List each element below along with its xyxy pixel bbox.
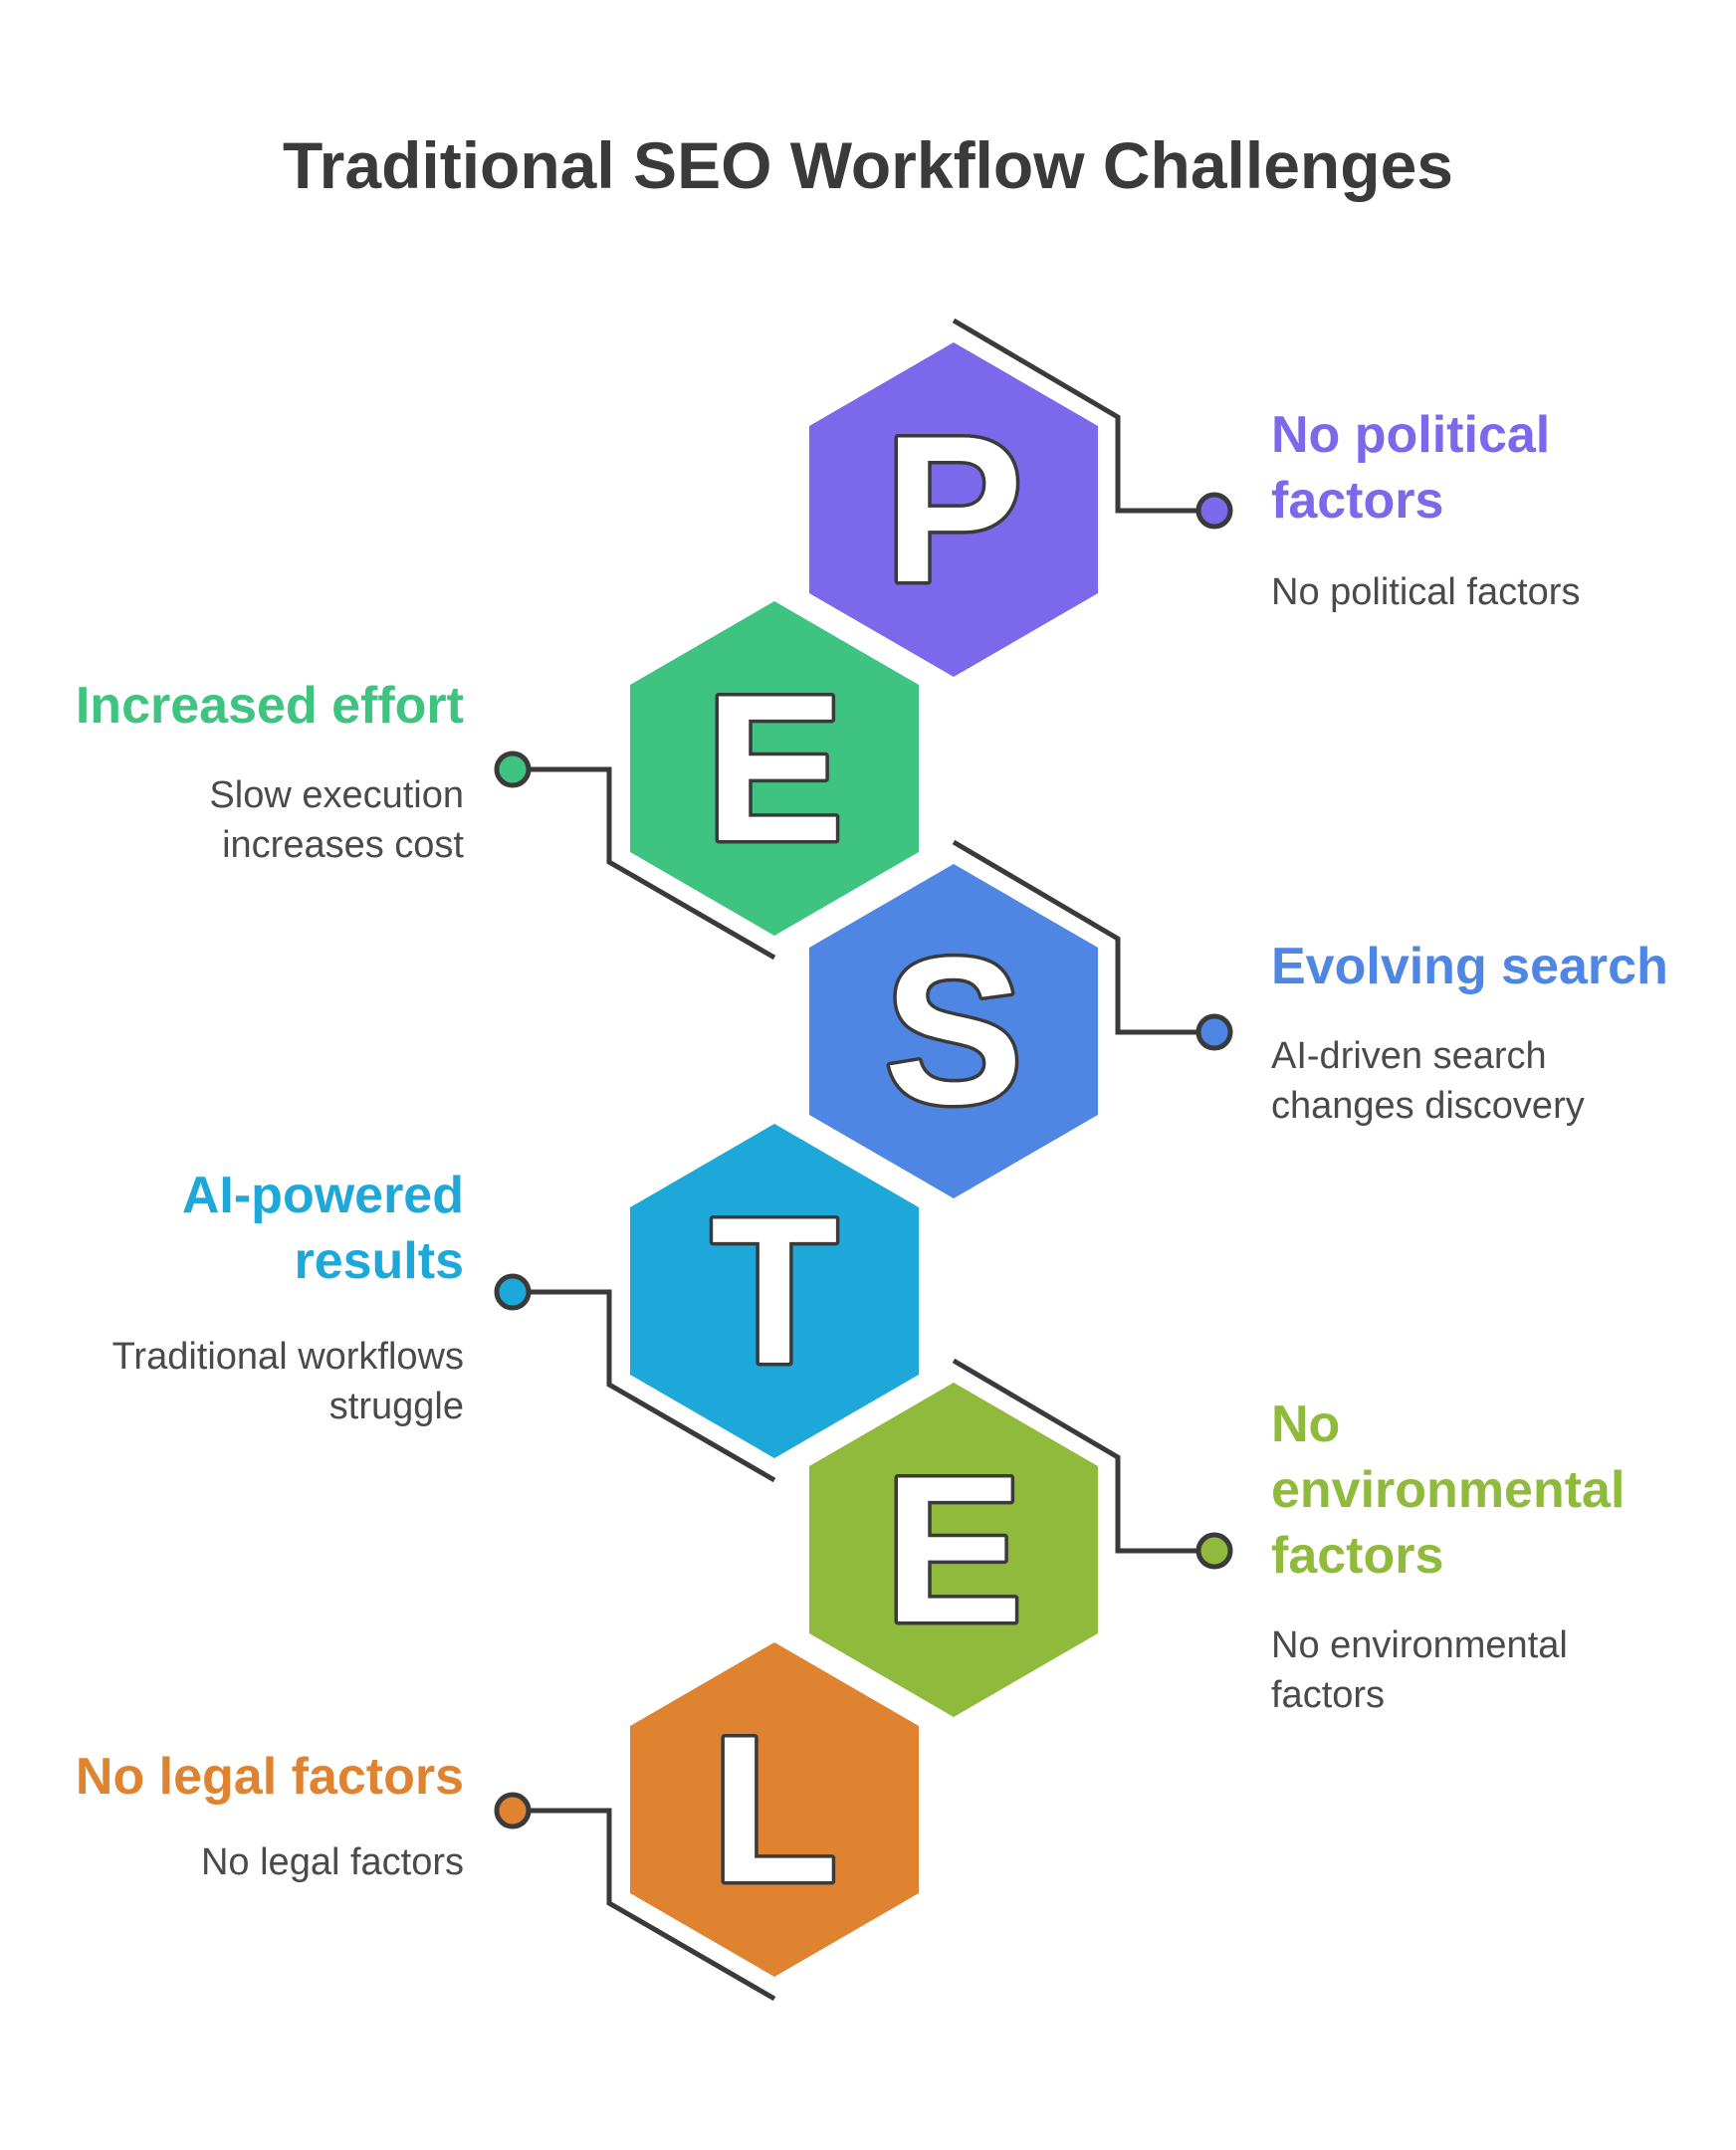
hex-letter-1: E (705, 651, 844, 885)
label-political: No political factors No political factor… (1271, 402, 1689, 617)
hex-letter-2: S (884, 914, 1023, 1148)
connector-2 (952, 839, 1214, 1035)
hex-5: L (494, 1642, 919, 2002)
label-environmental: No environmental factors No environmenta… (1271, 1392, 1629, 1720)
label-economic: Increased effort Slow execution increase… (26, 673, 464, 870)
label-description: No political factors (1271, 571, 1581, 613)
connector-4 (952, 1358, 1214, 1554)
label-description: Traditional workflows struggle (111, 1336, 464, 1427)
label-title: No legal factors (75, 1748, 464, 1806)
hexagon-0 (809, 342, 1098, 677)
hex-3: T (494, 1124, 919, 1483)
label-social: Evolving search AI-driven search changes… (1271, 934, 1709, 1131)
connector-0 (952, 318, 1214, 514)
label-technological: AI-powered results Traditional workflows… (112, 1163, 464, 1431)
hex-letter-4: E (884, 1432, 1023, 1666)
hexagon-4 (809, 1383, 1098, 1717)
label-legal: No legal factors No legal factors (26, 1744, 464, 1887)
hex-2: S (809, 839, 1233, 1198)
hex-4: E (809, 1358, 1233, 1717)
label-title: No political factors (1271, 406, 1551, 530)
hex-letter-3: T (711, 1174, 838, 1407)
hex-letter-0: P (884, 392, 1023, 626)
connector-dot-3 (494, 1273, 532, 1311)
connector-dot-0 (1195, 492, 1233, 530)
label-description: AI-driven search changes discovery (1271, 1035, 1585, 1127)
hexagon-3 (630, 1124, 919, 1458)
connector-dot-1 (494, 751, 532, 788)
label-title: No environmental factors (1271, 1396, 1626, 1585)
label-title: Increased effort (75, 677, 464, 735)
connector-1 (513, 766, 776, 961)
connector-3 (513, 1289, 776, 1483)
hexagon-2 (809, 864, 1098, 1198)
connector-dot-2 (1195, 1013, 1233, 1051)
connector-5 (513, 1808, 776, 2002)
label-title: Evolving search (1271, 938, 1668, 995)
page-title: Traditional SEO Workflow Challenges (283, 128, 1453, 202)
hexagon-1 (630, 601, 919, 936)
hexagon-5 (630, 1642, 919, 1977)
label-description: Slow execution increases cost (209, 774, 464, 866)
connector-dot-4 (1195, 1532, 1233, 1570)
hex-0: P (809, 318, 1233, 677)
hex-letter-5: L (711, 1692, 838, 1926)
hex-1: E (494, 601, 919, 961)
label-title: AI-powered results (181, 1167, 464, 1290)
label-description: No environmental factors (1271, 1624, 1568, 1716)
connector-dot-5 (494, 1792, 532, 1829)
label-description: No legal factors (200, 1841, 464, 1883)
